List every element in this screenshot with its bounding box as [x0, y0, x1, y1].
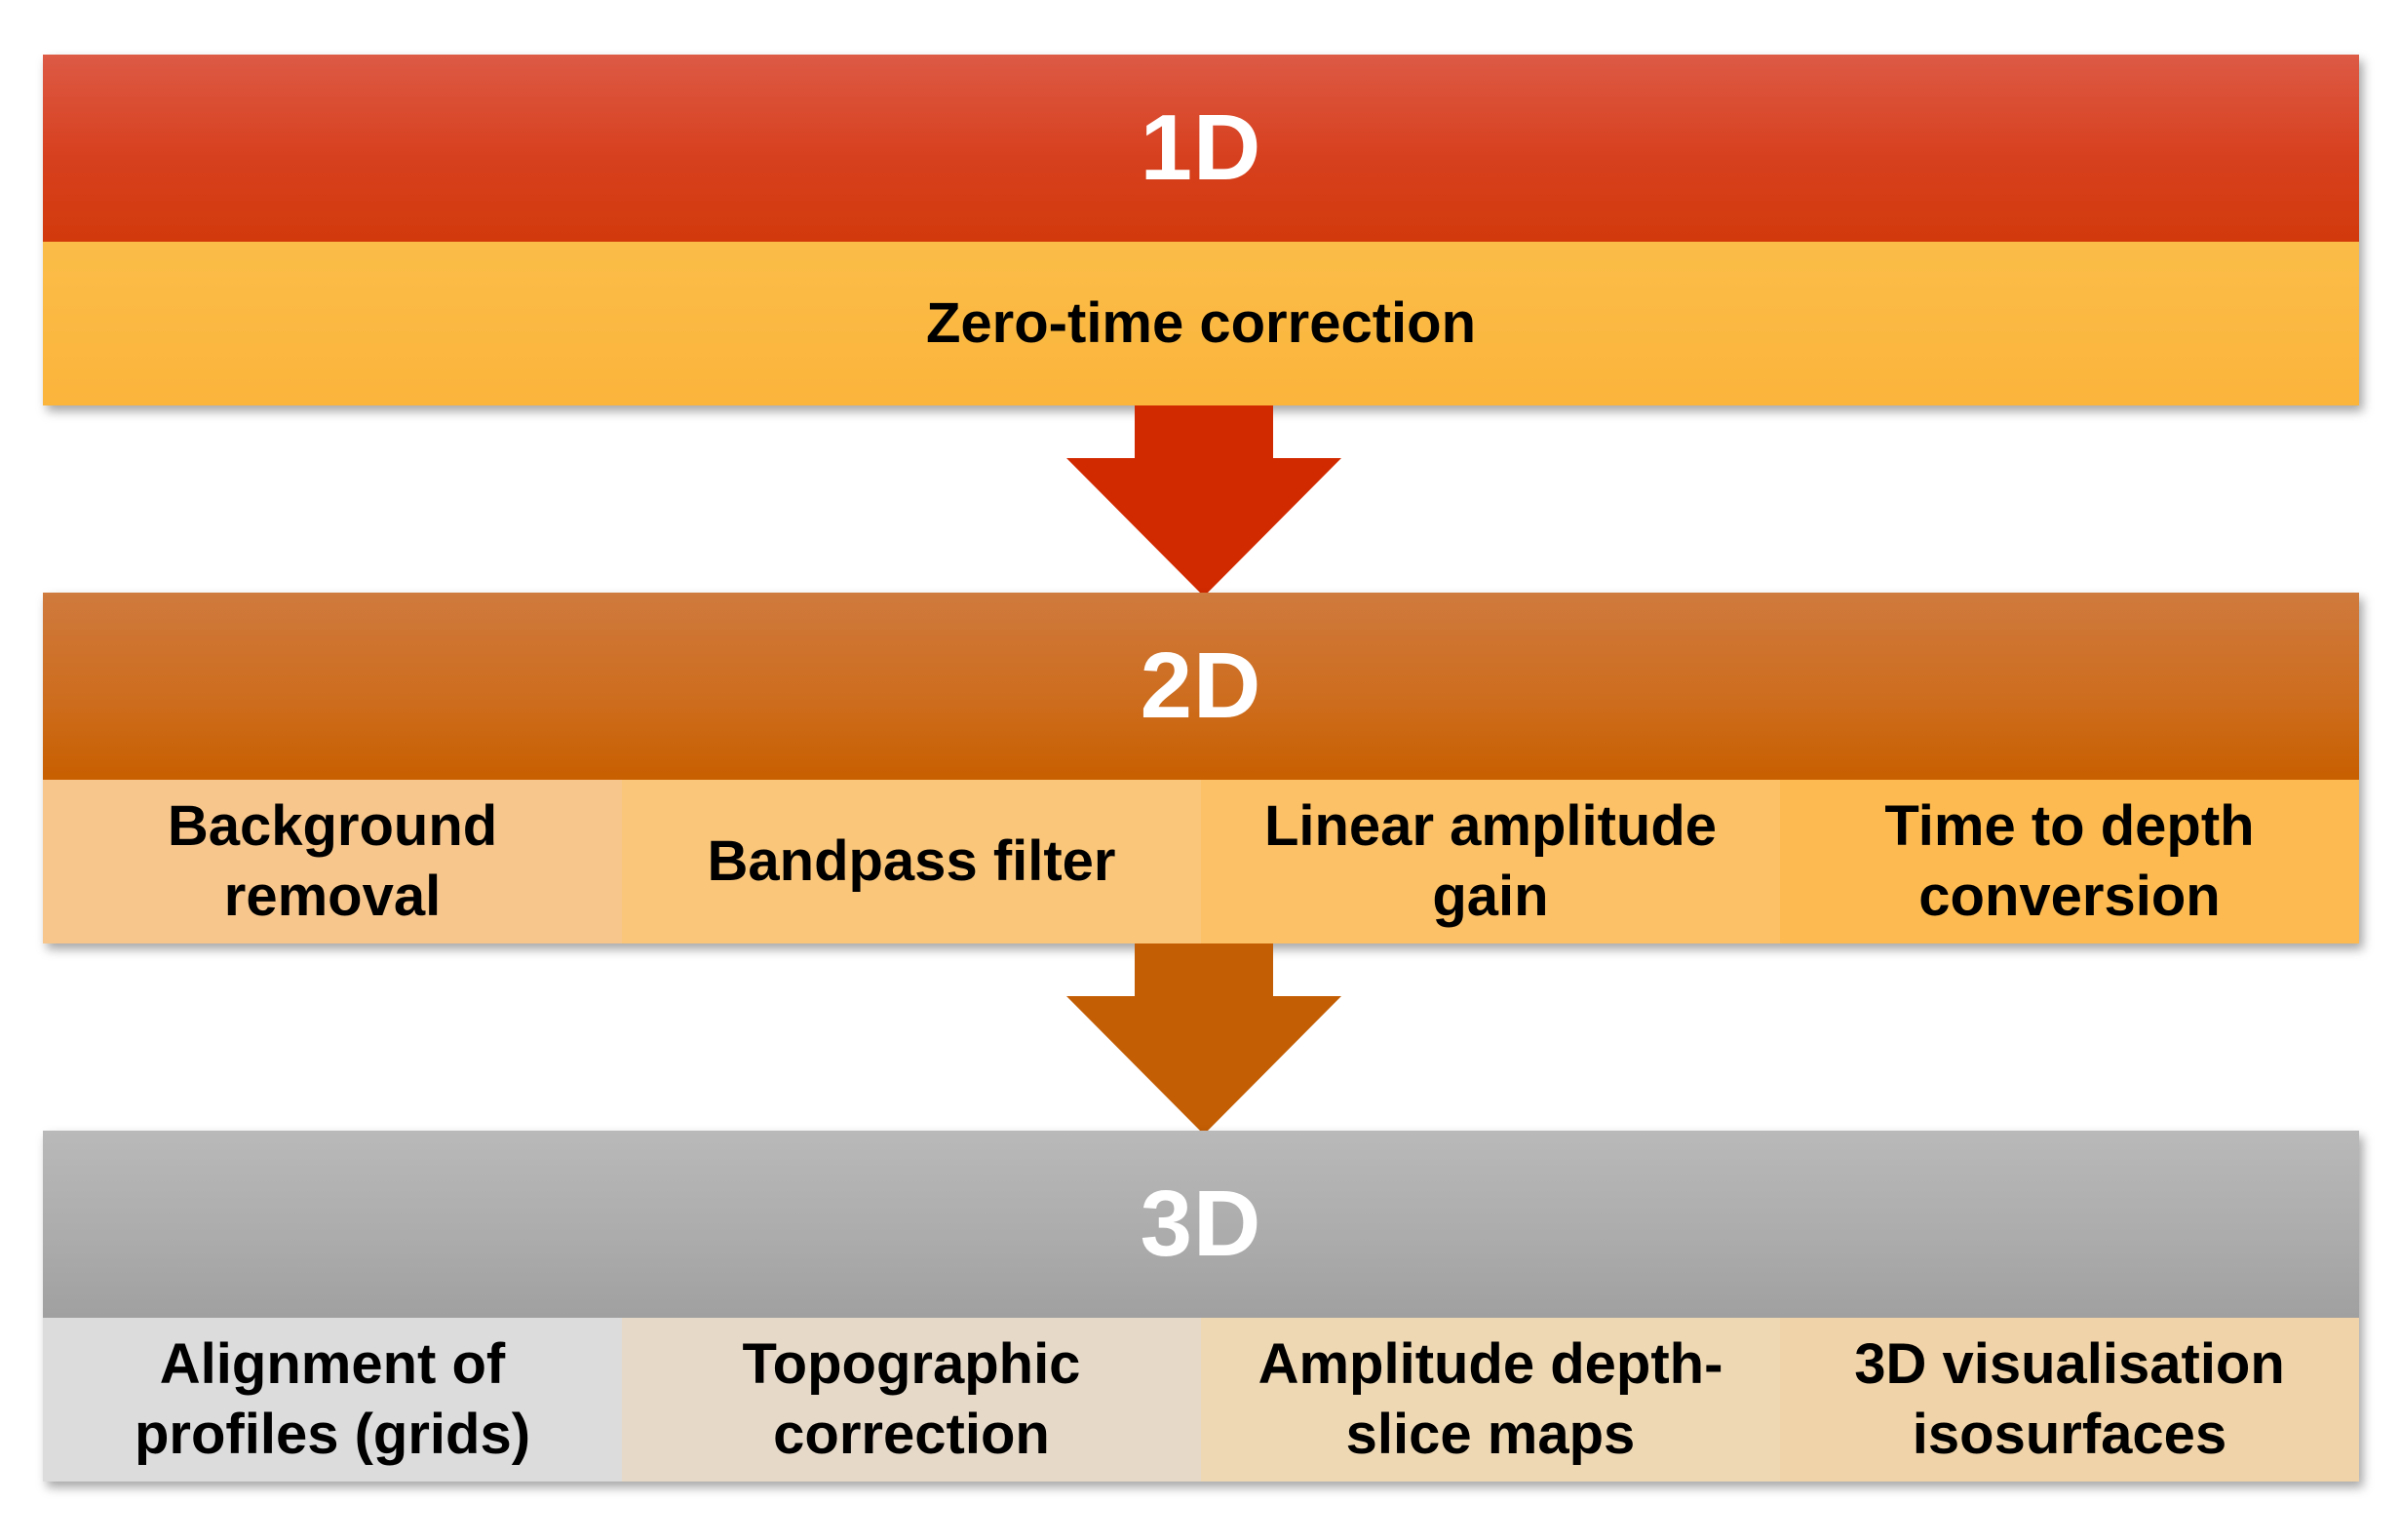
step-alignment-of-profiles: Alignment of profiles (grids)	[43, 1318, 622, 1482]
step-topographic-correction: Topographic correction	[622, 1318, 1201, 1482]
step-bandpass-filter: Bandpass filter	[622, 780, 1201, 943]
stage-2d: 2D Background removal Bandpass filter Li…	[43, 593, 2359, 943]
step-background-removal: Background removal	[43, 780, 622, 943]
step-zero-time-correction: Zero-time correction	[43, 242, 2359, 405]
step-time-to-depth-conversion: Time to depth conversion	[1780, 780, 2359, 943]
stage-3d-steps: Alignment of profiles (grids) Topographi…	[43, 1318, 2359, 1482]
down-arrow-icon	[1066, 943, 1341, 1135]
stage-2d-steps: Background removal Bandpass filter Linea…	[43, 780, 2359, 943]
step-3d-visualisation-isosurfaces: 3D visualisation isosurfaces	[1780, 1318, 2359, 1482]
step-linear-amplitude-gain: Linear amplitude gain	[1201, 780, 1780, 943]
stage-2d-title: 2D	[43, 593, 2359, 780]
down-arrow-icon	[1066, 405, 1341, 597]
stage-1d-steps: Zero-time correction	[43, 242, 2359, 405]
stage-3d-title: 3D	[43, 1131, 2359, 1318]
step-amplitude-depth-slice-maps: Amplitude depth-slice maps	[1201, 1318, 1780, 1482]
stage-1d: 1D Zero-time correction	[43, 55, 2359, 405]
stage-3d: 3D Alignment of profiles (grids) Topogra…	[43, 1131, 2359, 1482]
stage-1d-title: 1D	[43, 55, 2359, 242]
